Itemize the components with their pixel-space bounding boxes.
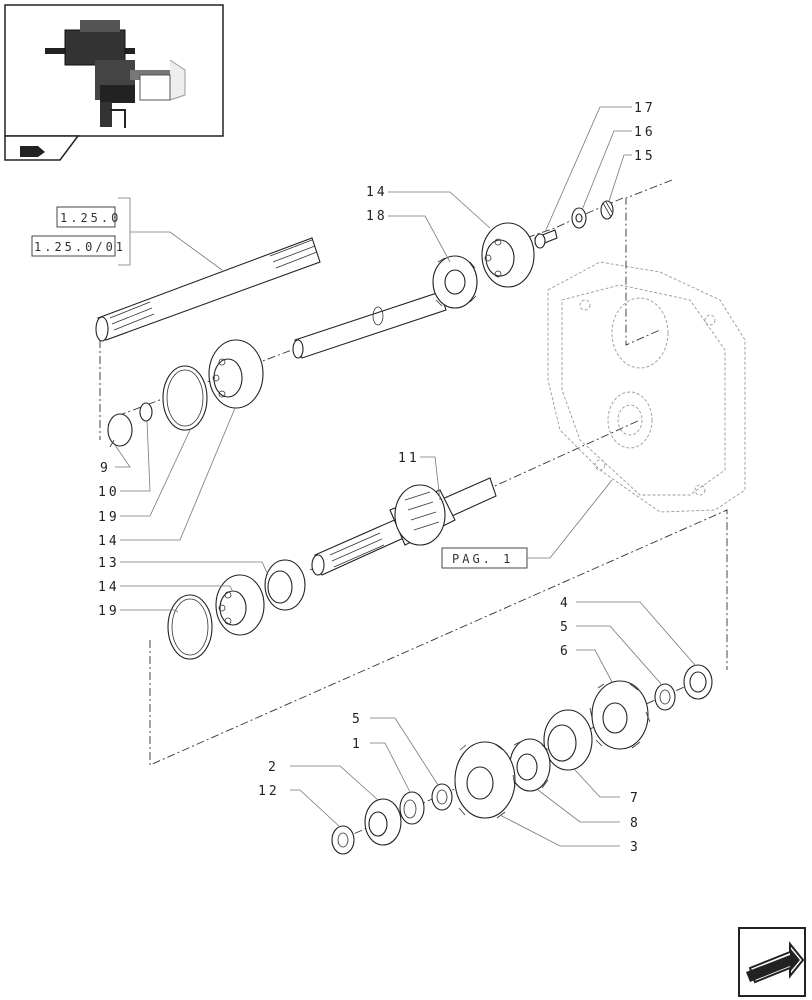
svg-text:1.25.0: 1.25.0 [60, 211, 121, 225]
input-shaft [292, 291, 447, 359]
svg-text:19: 19 [98, 510, 120, 525]
callout-7[interactable]: 7 [574, 769, 641, 806]
callout-17[interactable]: 17 [544, 101, 656, 233]
callout-14-upper-left[interactable]: 14 [98, 407, 236, 549]
svg-text:5: 5 [352, 712, 363, 727]
svg-text:12: 12 [258, 784, 280, 799]
callout-2[interactable]: 2 [268, 760, 379, 801]
gear-3 [454, 741, 516, 819]
bearing-14-left [208, 339, 264, 409]
svg-text:17: 17 [634, 101, 656, 116]
thumbnail-overview [4, 4, 224, 161]
svg-text:9: 9 [100, 461, 111, 476]
svg-text:15: 15 [634, 149, 656, 164]
svg-text:6: 6 [560, 644, 571, 659]
svg-text:8: 8 [630, 816, 641, 831]
synchronizer-7 [543, 709, 593, 771]
callout-14-top[interactable]: 14 [366, 185, 491, 229]
svg-text:14: 14 [366, 185, 388, 200]
svg-text:PAG. 1: PAG. 1 [452, 552, 513, 566]
svg-text:19: 19 [98, 604, 120, 619]
page-reference-box[interactable]: PAG. 1 [441, 547, 528, 569]
callout-11[interactable]: 11 [398, 451, 441, 501]
callout-9[interactable]: 9 [100, 444, 131, 476]
callout-4[interactable]: 4 [560, 596, 696, 666]
svg-text:7: 7 [630, 791, 641, 806]
callout-3[interactable]: 3 [499, 814, 641, 855]
callout-5-left[interactable]: 5 [352, 712, 439, 786]
next-page-arrow-icon [746, 941, 805, 984]
svg-text:14: 14 [98, 534, 120, 549]
reference-box-1[interactable]: 1.25.0 [56, 206, 121, 228]
washer-16 [571, 207, 587, 229]
circlip-19-upper [162, 365, 208, 431]
reference-box-2[interactable]: 1.25.0/01 [31, 235, 126, 257]
bearing-14-upper [481, 222, 535, 288]
circlip-19-middle [167, 594, 213, 660]
svg-text:13: 13 [98, 556, 120, 571]
callout-15[interactable]: 15 [608, 149, 656, 202]
svg-text:3: 3 [630, 840, 641, 855]
gearbox-housing-ghost [547, 261, 746, 513]
svg-text:5: 5 [560, 620, 571, 635]
svg-text:4: 4 [560, 596, 571, 611]
callout-19-middle[interactable]: 19 [98, 604, 179, 619]
svg-text:2: 2 [268, 760, 279, 775]
splined-shaft-upper [95, 237, 321, 342]
bearing-14-middle [215, 574, 265, 636]
callout-18[interactable]: 18 [366, 209, 451, 263]
needle-bearing-5-left [431, 783, 453, 811]
callout-6[interactable]: 6 [560, 644, 613, 683]
svg-text:18: 18 [366, 209, 388, 224]
coupling-9 [107, 413, 133, 448]
gear-18 [432, 255, 478, 309]
spacer-13 [264, 559, 306, 611]
callout-12[interactable]: 12 [258, 784, 341, 828]
callout-14-middle[interactable]: 14 [98, 580, 233, 595]
callout-5-right[interactable]: 5 [560, 620, 663, 686]
next-page-button[interactable] [738, 927, 806, 997]
thumbnail-assembly-image [45, 20, 186, 128]
callout-10[interactable]: 10 [98, 420, 151, 500]
needle-bearing-5-right [654, 683, 676, 711]
callout-8[interactable]: 8 [537, 789, 641, 831]
svg-text:10: 10 [98, 485, 120, 500]
svg-text:1.25.0/01: 1.25.0/01 [34, 240, 126, 254]
svg-text:16: 16 [634, 125, 656, 140]
pin-17 [534, 229, 558, 249]
main-shaft-11 [311, 477, 497, 576]
bushing-15 [600, 200, 614, 220]
washer-4 [683, 664, 713, 700]
callout-16[interactable]: 16 [581, 125, 656, 211]
gear-8 [509, 738, 551, 792]
svg-text:14: 14 [98, 580, 120, 595]
snap-ring-10 [139, 402, 153, 422]
spacer-1 [399, 791, 425, 825]
nut-12 [331, 825, 355, 855]
gear-6 [589, 680, 651, 750]
previous-page-icon[interactable] [20, 146, 45, 157]
callout-13[interactable]: 13 [98, 556, 269, 576]
svg-text:11: 11 [398, 451, 420, 466]
callout-19-upper[interactable]: 19 [98, 429, 191, 525]
svg-text:1: 1 [352, 737, 363, 752]
callout-1[interactable]: 1 [352, 737, 411, 793]
bearing-2 [364, 798, 402, 846]
